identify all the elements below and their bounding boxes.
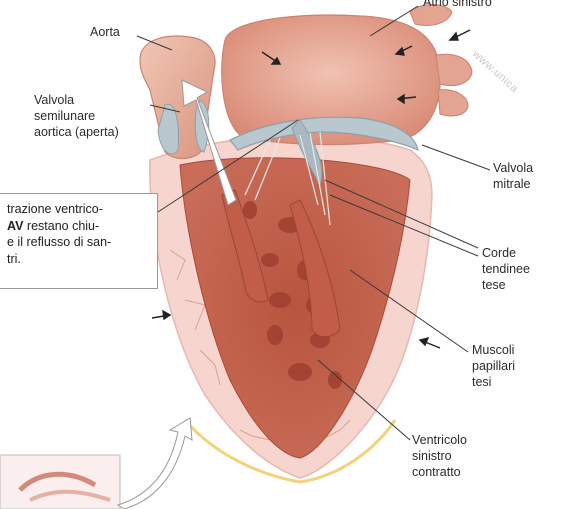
callout-line-3: e il reflusso di san- [7,234,151,251]
explanation-callout: trazione ventrico- AV restano chiu- e il… [0,193,158,289]
callout-line-2: AV restano chiu- [7,218,151,235]
label-chordae-tendineae: Corde tendinee tese [482,245,530,293]
label-left-atrium: Atrio sinistro [423,0,492,10]
curved-arrow [118,418,192,509]
pulmonary-vein [438,90,468,116]
pulmonary-vein [436,54,472,85]
label-papillary-muscles: Muscoli papillari tesi [472,342,515,390]
callout-line-4: tri. [7,251,151,268]
label-left-ventricle: Ventricolo sinistro contratto [412,432,467,480]
callout-line-1: trazione ventrico- [7,201,151,218]
label-mitral-valve: Valvola mitrale [493,160,533,192]
inset-thumbnail [0,455,120,509]
label-aortic-semilunar-valve: Valvola semilunare aortica (aperta) [34,92,119,140]
label-aorta: Aorta [90,24,120,40]
